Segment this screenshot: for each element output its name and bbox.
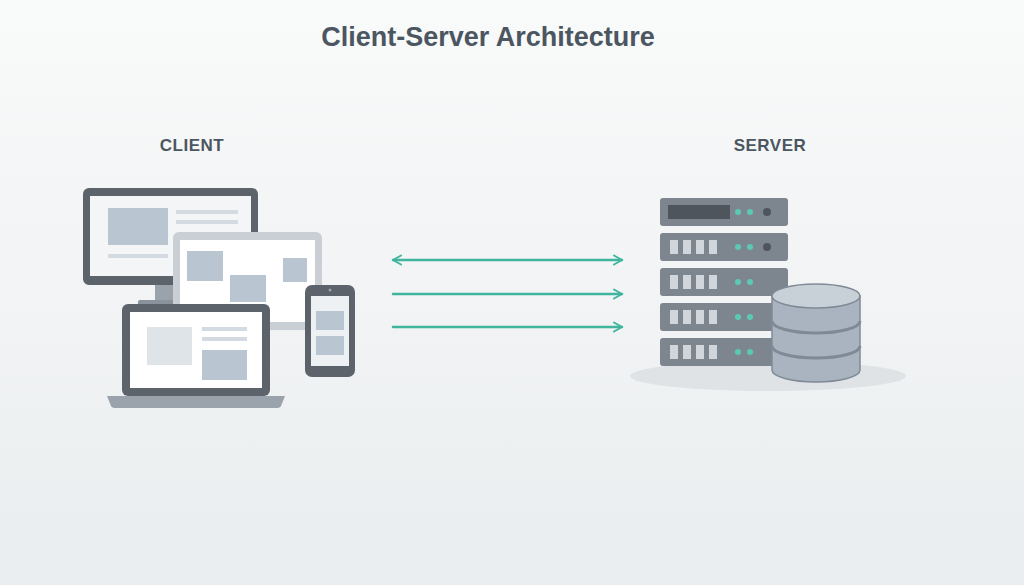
status-light bbox=[747, 209, 753, 215]
drive-slot bbox=[670, 275, 678, 289]
drive-slot bbox=[696, 240, 704, 254]
diagram-title: Client-Server Architecture bbox=[0, 22, 976, 53]
server-slot bbox=[668, 205, 730, 219]
screen-block bbox=[187, 251, 223, 281]
status-light bbox=[747, 349, 753, 355]
status-light bbox=[735, 279, 741, 285]
power-button bbox=[763, 208, 771, 216]
drive-slot bbox=[709, 275, 717, 289]
status-light bbox=[735, 349, 741, 355]
drive-slot bbox=[683, 345, 691, 359]
server-unit bbox=[660, 233, 788, 261]
group-heading: SERVER bbox=[622, 136, 918, 156]
screen-line bbox=[176, 220, 238, 224]
drive-slot bbox=[670, 345, 678, 359]
drive-slot bbox=[709, 345, 717, 359]
status-light bbox=[747, 314, 753, 320]
database-band bbox=[772, 321, 860, 333]
laptop bbox=[107, 304, 285, 408]
data-arrow bbox=[393, 259, 622, 262]
status-light bbox=[735, 209, 741, 215]
server-unit bbox=[660, 233, 788, 261]
status-light bbox=[747, 244, 753, 250]
data-arrow bbox=[393, 326, 622, 329]
drive-slot bbox=[696, 345, 704, 359]
phone bbox=[305, 285, 355, 377]
server-unit bbox=[660, 303, 788, 331]
server-unit bbox=[660, 268, 788, 296]
server-unit bbox=[660, 268, 788, 296]
drive-slot bbox=[670, 240, 678, 254]
screen-block bbox=[230, 275, 266, 302]
server-unit bbox=[660, 303, 788, 331]
server-unit bbox=[660, 198, 788, 226]
laptop-frame bbox=[122, 304, 270, 396]
laptop-screen bbox=[130, 312, 262, 388]
screen-block bbox=[283, 258, 307, 282]
power-button bbox=[763, 243, 771, 251]
screen-block bbox=[147, 327, 192, 365]
drive-slot bbox=[709, 240, 717, 254]
drive-slot bbox=[683, 240, 691, 254]
status-light bbox=[735, 244, 741, 250]
status-light bbox=[735, 314, 741, 320]
drive-slot bbox=[696, 310, 704, 324]
screen-line bbox=[108, 254, 168, 258]
group-heading: CLIENT bbox=[100, 136, 284, 156]
data-arrow bbox=[393, 293, 622, 296]
database-cylinder bbox=[772, 284, 860, 382]
laptop-base bbox=[107, 396, 285, 408]
phone-body bbox=[305, 285, 355, 377]
drive-slot bbox=[709, 310, 717, 324]
status-light bbox=[747, 279, 753, 285]
screen-block bbox=[108, 208, 168, 245]
server-unit bbox=[660, 338, 788, 366]
drive-slot bbox=[670, 310, 678, 324]
screen-block bbox=[202, 350, 247, 380]
server-unit bbox=[660, 338, 788, 366]
database-top bbox=[772, 284, 860, 308]
screen-block bbox=[316, 311, 344, 330]
drive-slot bbox=[683, 275, 691, 289]
screen-block bbox=[316, 336, 344, 355]
screen-line bbox=[202, 337, 247, 341]
phone-camera bbox=[329, 289, 332, 292]
screen-line bbox=[202, 327, 247, 331]
drive-slot bbox=[696, 275, 704, 289]
device-group: CLIENT bbox=[100, 130, 393, 415]
server-rack bbox=[660, 198, 788, 366]
database-body bbox=[772, 296, 860, 382]
drive-slot bbox=[683, 310, 691, 324]
database-band bbox=[772, 346, 860, 358]
phone-screen bbox=[311, 296, 349, 366]
screen-line bbox=[176, 210, 238, 214]
device-group: SERVER bbox=[622, 130, 922, 392]
